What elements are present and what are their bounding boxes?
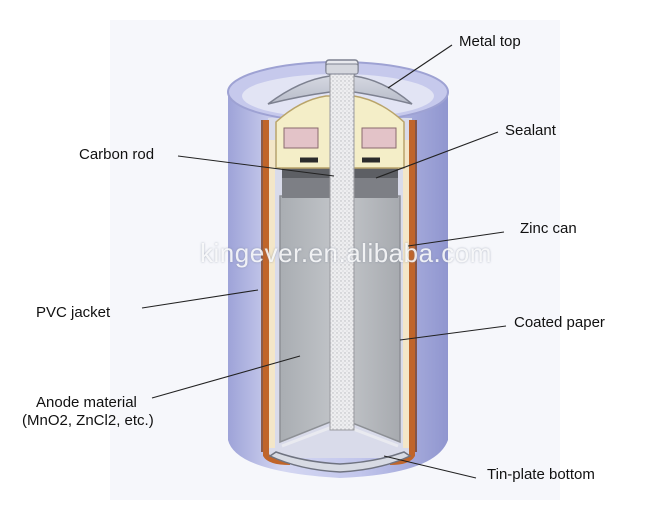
label-anode-material-detail: (MnO2, ZnCl2, etc.) xyxy=(22,412,154,429)
label-zinc-can: Zinc can xyxy=(520,220,577,237)
label-tin-plate-bottom: Tin-plate bottom xyxy=(487,466,595,483)
label-coated-paper: Coated paper xyxy=(514,314,605,331)
label-metal-top: Metal top xyxy=(459,33,521,50)
tin-plate-bottom xyxy=(268,451,412,473)
leader-lines xyxy=(141,44,507,479)
carbon-rod xyxy=(329,67,355,431)
label-anode-material: Anode material xyxy=(36,394,137,411)
label-carbon-rod: Carbon rod xyxy=(79,146,155,163)
label-sealant: Sealant xyxy=(505,122,556,139)
label-pvc-jacket: PVC jacket xyxy=(36,304,111,321)
watermark: kingever.en.alibaba.com xyxy=(200,238,492,268)
